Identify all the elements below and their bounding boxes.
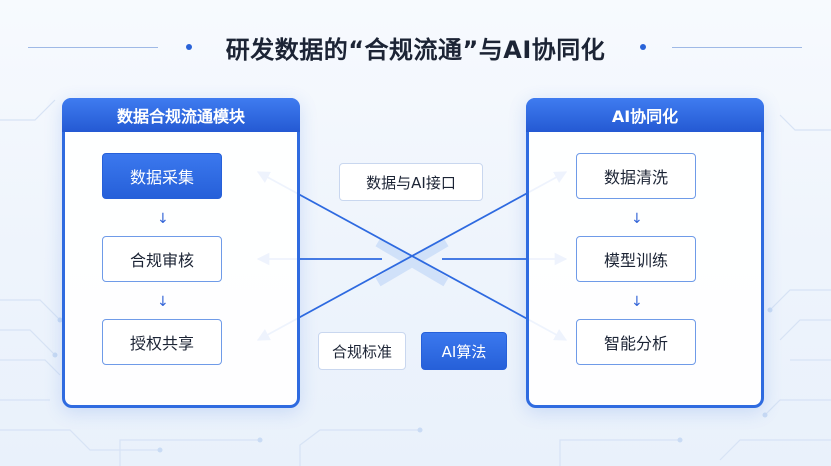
arrow-down-icon: ↓ [631,211,643,227]
compliance-panel: 数据合规流通模块 数据采集 ↓ 合规审核 ↓ 授权共享 [62,98,300,408]
step-authorized-sharing[interactable]: 授权共享 [102,319,222,365]
data-ai-interface-label: 数据与AI接口 [339,163,483,201]
arrow-down-icon: ↓ [157,211,169,227]
ai-collaboration-panel: AI协同化 数据清洗 ↓ 模型训练 ↓ 智能分析 [526,98,764,408]
arrow-down-icon: ↓ [157,294,169,310]
ai-collaboration-panel-header: AI协同化 [526,98,764,132]
step-compliance-review[interactable]: 合规审核 [102,236,222,282]
compliance-standard-label: 合规标准 [318,332,406,370]
step-intelligent-analysis[interactable]: 智能分析 [576,319,696,365]
title-deco-line-left [28,47,158,48]
title-deco-dot-right [640,44,646,50]
step-model-training[interactable]: 模型训练 [576,236,696,282]
arrow-down-icon: ↓ [631,294,643,310]
title-deco-dot-left [186,44,192,50]
page-title: 研发数据的“合规流通”与AI协同化 [225,36,606,64]
compliance-panel-header: 数据合规流通模块 [62,98,300,132]
ai-algorithm-label: AI算法 [421,332,507,370]
title-deco-line-right [672,47,802,48]
title-bar: 研发数据的“合规流通”与AI协同化 [0,30,831,64]
step-data-collection[interactable]: 数据采集 [102,153,222,199]
step-data-cleaning[interactable]: 数据清洗 [576,153,696,199]
